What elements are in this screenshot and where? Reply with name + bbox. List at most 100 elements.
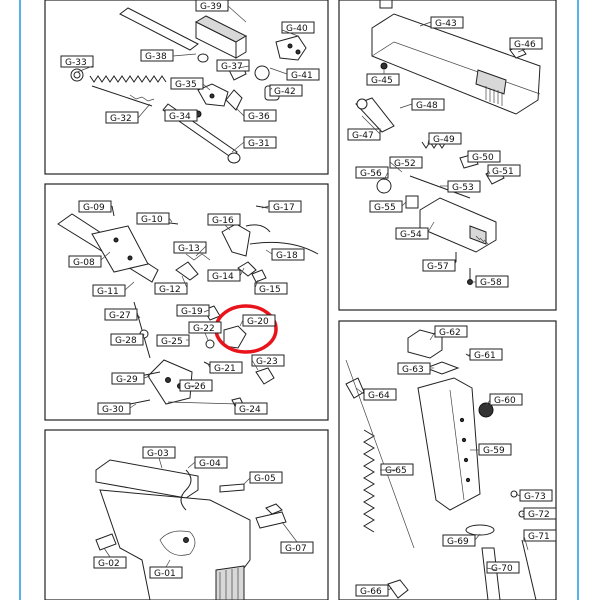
svg-text:G-37: G-37 (221, 62, 243, 72)
svg-text:G-22: G-22 (193, 324, 215, 334)
label-g54: G-54 (395, 227, 429, 240)
svg-text:G-57: G-57 (427, 262, 449, 272)
svg-text:G-35: G-35 (175, 80, 197, 90)
svg-text:G-41: G-41 (291, 71, 313, 81)
label-g41: G-41 (286, 68, 320, 81)
label-g28: G-28 (110, 333, 144, 346)
label-g14: G-14 (207, 269, 241, 282)
label-g56: G-56 (355, 166, 389, 179)
svg-text:G-01: G-01 (154, 569, 176, 579)
label-g02: G-02 (93, 556, 127, 569)
svg-text:G-59: G-59 (483, 446, 505, 456)
panel-trigger (44, 183, 329, 421)
label-g62: G-62 (434, 325, 468, 338)
svg-text:G-61: G-61 (474, 351, 496, 361)
svg-text:G-28: G-28 (115, 336, 137, 346)
svg-text:G-31: G-31 (248, 139, 270, 149)
svg-text:G-09: G-09 (83, 203, 105, 213)
label-g10: G-10 (136, 212, 170, 225)
label-g11: G-11 (92, 284, 126, 297)
svg-text:G-05: G-05 (254, 474, 276, 484)
panel-recoil-spring (44, 0, 329, 175)
svg-text:G-03: G-03 (147, 449, 169, 459)
svg-text:G-66: G-66 (360, 587, 382, 597)
svg-text:G-07: G-07 (285, 544, 307, 554)
label-g22: G-22 (188, 321, 222, 334)
svg-text:G-21: G-21 (214, 364, 236, 374)
label-g17: G-17 (268, 200, 302, 213)
svg-text:G-47: G-47 (352, 131, 374, 141)
highlight-circle-g20 (214, 304, 278, 354)
svg-text:G-13: G-13 (178, 244, 200, 254)
svg-text:G-55: G-55 (374, 203, 396, 213)
svg-text:G-60: G-60 (494, 396, 516, 406)
label-g65: G-65 (380, 463, 414, 476)
svg-text:G-30: G-30 (102, 405, 124, 415)
label-g31: G-31 (243, 136, 277, 149)
svg-text:G-04: G-04 (199, 459, 221, 469)
svg-text:G-29: G-29 (116, 375, 138, 385)
label-g27: G-27 (104, 308, 138, 321)
svg-text:G-20: G-20 (247, 317, 269, 327)
label-g21: G-21 (209, 361, 243, 374)
svg-text:G-25: G-25 (161, 337, 183, 347)
svg-text:G-17: G-17 (273, 203, 295, 213)
label-g34: G-34 (164, 109, 198, 122)
label-g53: G-53 (447, 180, 481, 193)
label-g57: G-57 (422, 259, 456, 272)
label-g18: G-18 (271, 248, 305, 261)
label-g51: G-51 (487, 164, 521, 177)
svg-text:G-33: G-33 (65, 58, 87, 68)
label-g63: G-63 (397, 362, 431, 375)
svg-text:G-71: G-71 (528, 532, 550, 542)
svg-text:G-36: G-36 (248, 112, 270, 122)
label-g05: G-05 (249, 471, 283, 484)
label-g35: G-35 (170, 77, 204, 90)
label-g43: G-43 (430, 16, 464, 29)
svg-text:G-64: G-64 (368, 391, 390, 401)
svg-text:G-11: G-11 (97, 287, 119, 297)
label-g03: G-03 (142, 446, 176, 459)
svg-text:G-51: G-51 (492, 167, 514, 177)
label-g12: G-12 (154, 282, 188, 295)
svg-text:G-08: G-08 (73, 258, 95, 268)
svg-text:G-73: G-73 (524, 492, 546, 502)
label-g66: G-66 (355, 584, 389, 597)
label-g72: G-72 (523, 507, 557, 520)
svg-text:G-24: G-24 (239, 405, 261, 415)
svg-text:G-52: G-52 (394, 159, 416, 169)
svg-text:G-42: G-42 (274, 87, 296, 97)
svg-text:G-43: G-43 (435, 19, 457, 29)
label-g47: G-47 (347, 128, 381, 141)
svg-text:G-23: G-23 (256, 357, 278, 367)
label-g07: G-07 (280, 541, 314, 554)
label-g69: G-69 (442, 534, 476, 547)
svg-text:G-39: G-39 (200, 2, 222, 12)
panel-magazine (338, 320, 557, 600)
label-g49: G-49 (428, 132, 462, 145)
label-g58: G-58 (475, 275, 509, 288)
svg-text:G-26: G-26 (184, 382, 206, 392)
svg-text:G-49: G-49 (433, 135, 455, 145)
label-g37: G-37 (216, 59, 250, 72)
label-g13: G-13 (173, 241, 207, 254)
label-g09: G-09 (78, 200, 112, 213)
label-g55: G-55 (369, 200, 403, 213)
label-g23: G-23 (251, 354, 285, 367)
svg-text:G-53: G-53 (452, 183, 474, 193)
label-g32: G-32 (105, 111, 139, 124)
label-g45: G-45 (366, 73, 400, 86)
label-g46: G-46 (509, 37, 543, 50)
svg-text:G-32: G-32 (110, 114, 132, 124)
trigger-assembly-drawing (57, 205, 319, 409)
label-g64: G-64 (363, 388, 397, 401)
svg-text:G-46: G-46 (514, 40, 536, 50)
svg-text:G-65: G-65 (385, 466, 407, 476)
label-g25: G-25 (156, 334, 190, 347)
label-g16: G-16 (207, 213, 241, 226)
svg-text:G-16: G-16 (212, 216, 234, 226)
label-g24: G-24 (234, 402, 268, 415)
label-g61: G-61 (469, 348, 503, 361)
svg-text:G-48: G-48 (416, 101, 438, 111)
